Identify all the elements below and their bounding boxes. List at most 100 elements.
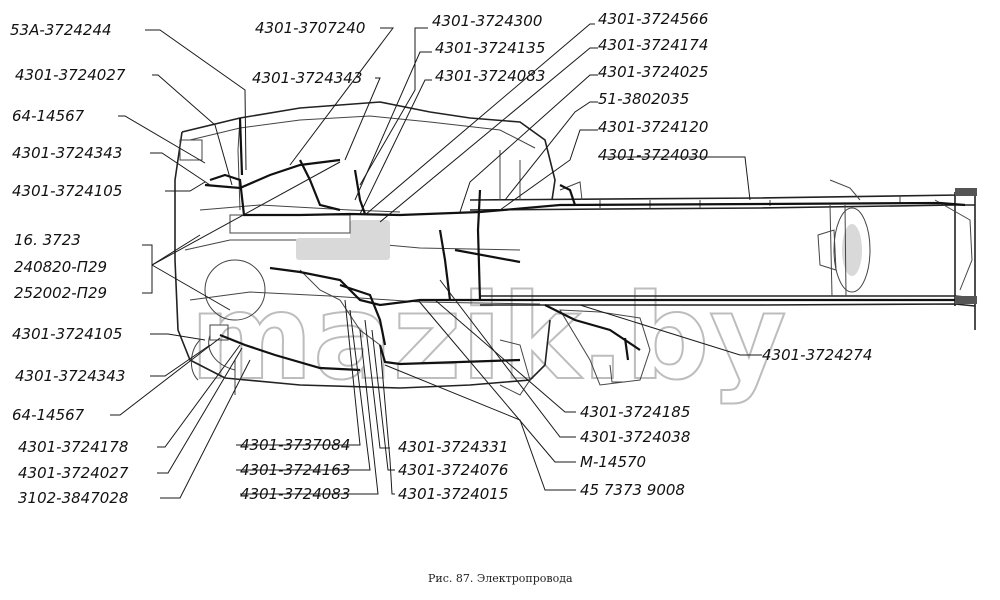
pedal-wire xyxy=(353,169,367,215)
battery-box xyxy=(499,339,531,396)
label-m-14570: М-14570 xyxy=(580,453,646,471)
label-4301-3724083-top: 4301-3724083 xyxy=(435,67,545,85)
label-51-3802035: 51-3802035 xyxy=(598,90,689,108)
label-4301-3737084: 4301-3737084 xyxy=(240,436,350,454)
leader-53a-3724244 xyxy=(145,29,247,171)
leader-4301-3724083-top xyxy=(359,79,432,215)
label-4301-3707240: 4301-3707240 xyxy=(255,19,365,37)
pillar-wire xyxy=(238,117,244,176)
rear-light-bottom xyxy=(955,296,977,304)
label-4301-3724105-bottom: 4301-3724105 xyxy=(12,325,122,343)
rear-hook xyxy=(829,179,861,201)
leader-4301-3724343-left-top xyxy=(150,152,211,186)
front-harness-left xyxy=(219,333,361,372)
label-4301-3724300: 4301-3724300 xyxy=(432,12,542,30)
leader-4301-3724135 xyxy=(354,51,432,201)
leader-16-3723-bracket xyxy=(142,234,231,311)
leader-4301-3724178 xyxy=(157,344,241,448)
label-64-14567-top: 64-14567 xyxy=(12,107,85,125)
label-4301-3724027-top: 4301-3724027 xyxy=(15,66,126,84)
label-4301-3724083-bottom: 4301-3724083 xyxy=(240,485,350,503)
label-4301-3724343-left-bottom: 4301-3724343 xyxy=(15,367,125,385)
leader-4301-3724025 xyxy=(459,74,598,213)
engine-harness-mid xyxy=(339,283,387,346)
label-4301-3724274: 4301-3724274 xyxy=(762,346,872,364)
label-4301-3724038: 4301-3724038 xyxy=(580,428,690,446)
cross-wire xyxy=(454,248,521,264)
label-4301-3724343-left-top: 4301-3724343 xyxy=(12,144,122,162)
label-4301-3724331: 4301-3724331 xyxy=(398,438,508,456)
label-53a-3724244: 53А-3724244 xyxy=(10,21,112,39)
leader-4301-3724030 xyxy=(598,156,751,201)
cab-outline-top xyxy=(181,101,556,201)
cab-back-wire xyxy=(476,189,482,301)
figure-caption: Рис. 87. Электропровода xyxy=(428,572,573,585)
spare-wheel-bracket xyxy=(817,229,837,271)
leader-3102-3847028 xyxy=(160,359,251,499)
leader-4301-3724083-bottom xyxy=(240,329,379,495)
leader-4301-3724105-top xyxy=(165,181,206,192)
label-252002-p29: 252002-П29 xyxy=(14,284,107,302)
label-64-14567-bottom: 64-14567 xyxy=(12,406,85,424)
label-3102-3847028: 3102-3847028 xyxy=(18,489,128,507)
leader-4301-3724343-left-bottom xyxy=(150,344,211,377)
label-4301-3724025: 4301-3724025 xyxy=(598,63,708,81)
label-4301-3724343-top: 4301-3724343 xyxy=(252,69,362,87)
instrument-wire xyxy=(299,159,341,212)
label-4301-3724163: 4301-3724163 xyxy=(240,461,350,479)
spare-wheel-hub xyxy=(842,224,862,276)
gearbox-wire xyxy=(438,229,452,301)
engine-line-bottom xyxy=(189,291,541,305)
leader-4301-3724027-bottom xyxy=(157,347,243,474)
dash-harness xyxy=(204,158,341,190)
leader-51-3802035 xyxy=(504,101,598,201)
cab-outline-bottom xyxy=(224,319,551,389)
leader-4301-3724174 xyxy=(379,47,598,223)
cab-outline-front xyxy=(174,131,226,379)
watermark: mazik.by xyxy=(190,268,786,406)
frame-rail-top xyxy=(469,191,976,201)
tank-bracket xyxy=(609,364,625,383)
leader-4301-3724300 xyxy=(359,27,428,186)
cab-rear-wall xyxy=(499,150,521,200)
headlamp-left xyxy=(209,324,229,341)
label-4301-3724076: 4301-3724076 xyxy=(398,461,508,479)
leader-45-7373-9008 xyxy=(384,364,576,491)
engine-harness-lower xyxy=(378,344,521,366)
frame-rail-bottom-inner xyxy=(480,303,976,307)
leader-lines xyxy=(110,23,762,499)
leader-4301-3724015 xyxy=(379,344,395,495)
tank-drop-wire xyxy=(623,337,630,361)
leader-4301-3724120 xyxy=(499,129,598,211)
part-labels: 53А-3724244 4301-3724027 64-14567 4301-3… xyxy=(10,10,872,507)
dash-line xyxy=(199,204,401,213)
label-4301-3724135: 4301-3724135 xyxy=(435,39,545,57)
leader-16-3723-wire xyxy=(151,161,341,266)
label-45-7373-9008: 45 7373 9008 xyxy=(580,481,685,499)
leader-4301-3724331 xyxy=(364,319,390,449)
left-front-wheel-arc xyxy=(204,259,266,321)
cab-panel xyxy=(229,214,351,234)
rear-light-top xyxy=(955,188,977,196)
leader-64-14567-top xyxy=(118,115,206,164)
rear-bracket xyxy=(934,199,973,291)
frame-rear-wire xyxy=(559,184,577,206)
leader-4301-3724105-bottom xyxy=(150,333,206,341)
leader-4301-3707240 xyxy=(289,27,395,166)
label-4301-3724174: 4301-3724174 xyxy=(598,36,708,54)
main-harness-top xyxy=(209,173,966,217)
label-4301-3724120: 4301-3724120 xyxy=(598,118,708,136)
leader-4301-3724038 xyxy=(439,279,576,438)
leader-64-14567-bottom xyxy=(110,337,221,416)
label-4301-3724105-top: 4301-3724105 xyxy=(12,182,122,200)
label-4301-3724178: 4301-3724178 xyxy=(18,438,128,456)
rear-axle-lines xyxy=(829,204,847,297)
leader-4301-3737084 xyxy=(236,299,361,446)
label-4301-3724030: 4301-3724030 xyxy=(598,146,708,164)
headlamp-right xyxy=(179,139,203,161)
leader-4301-3724027-top xyxy=(152,74,233,186)
label-4301-3724185: 4301-3724185 xyxy=(580,403,690,421)
wire-harness xyxy=(204,117,966,372)
